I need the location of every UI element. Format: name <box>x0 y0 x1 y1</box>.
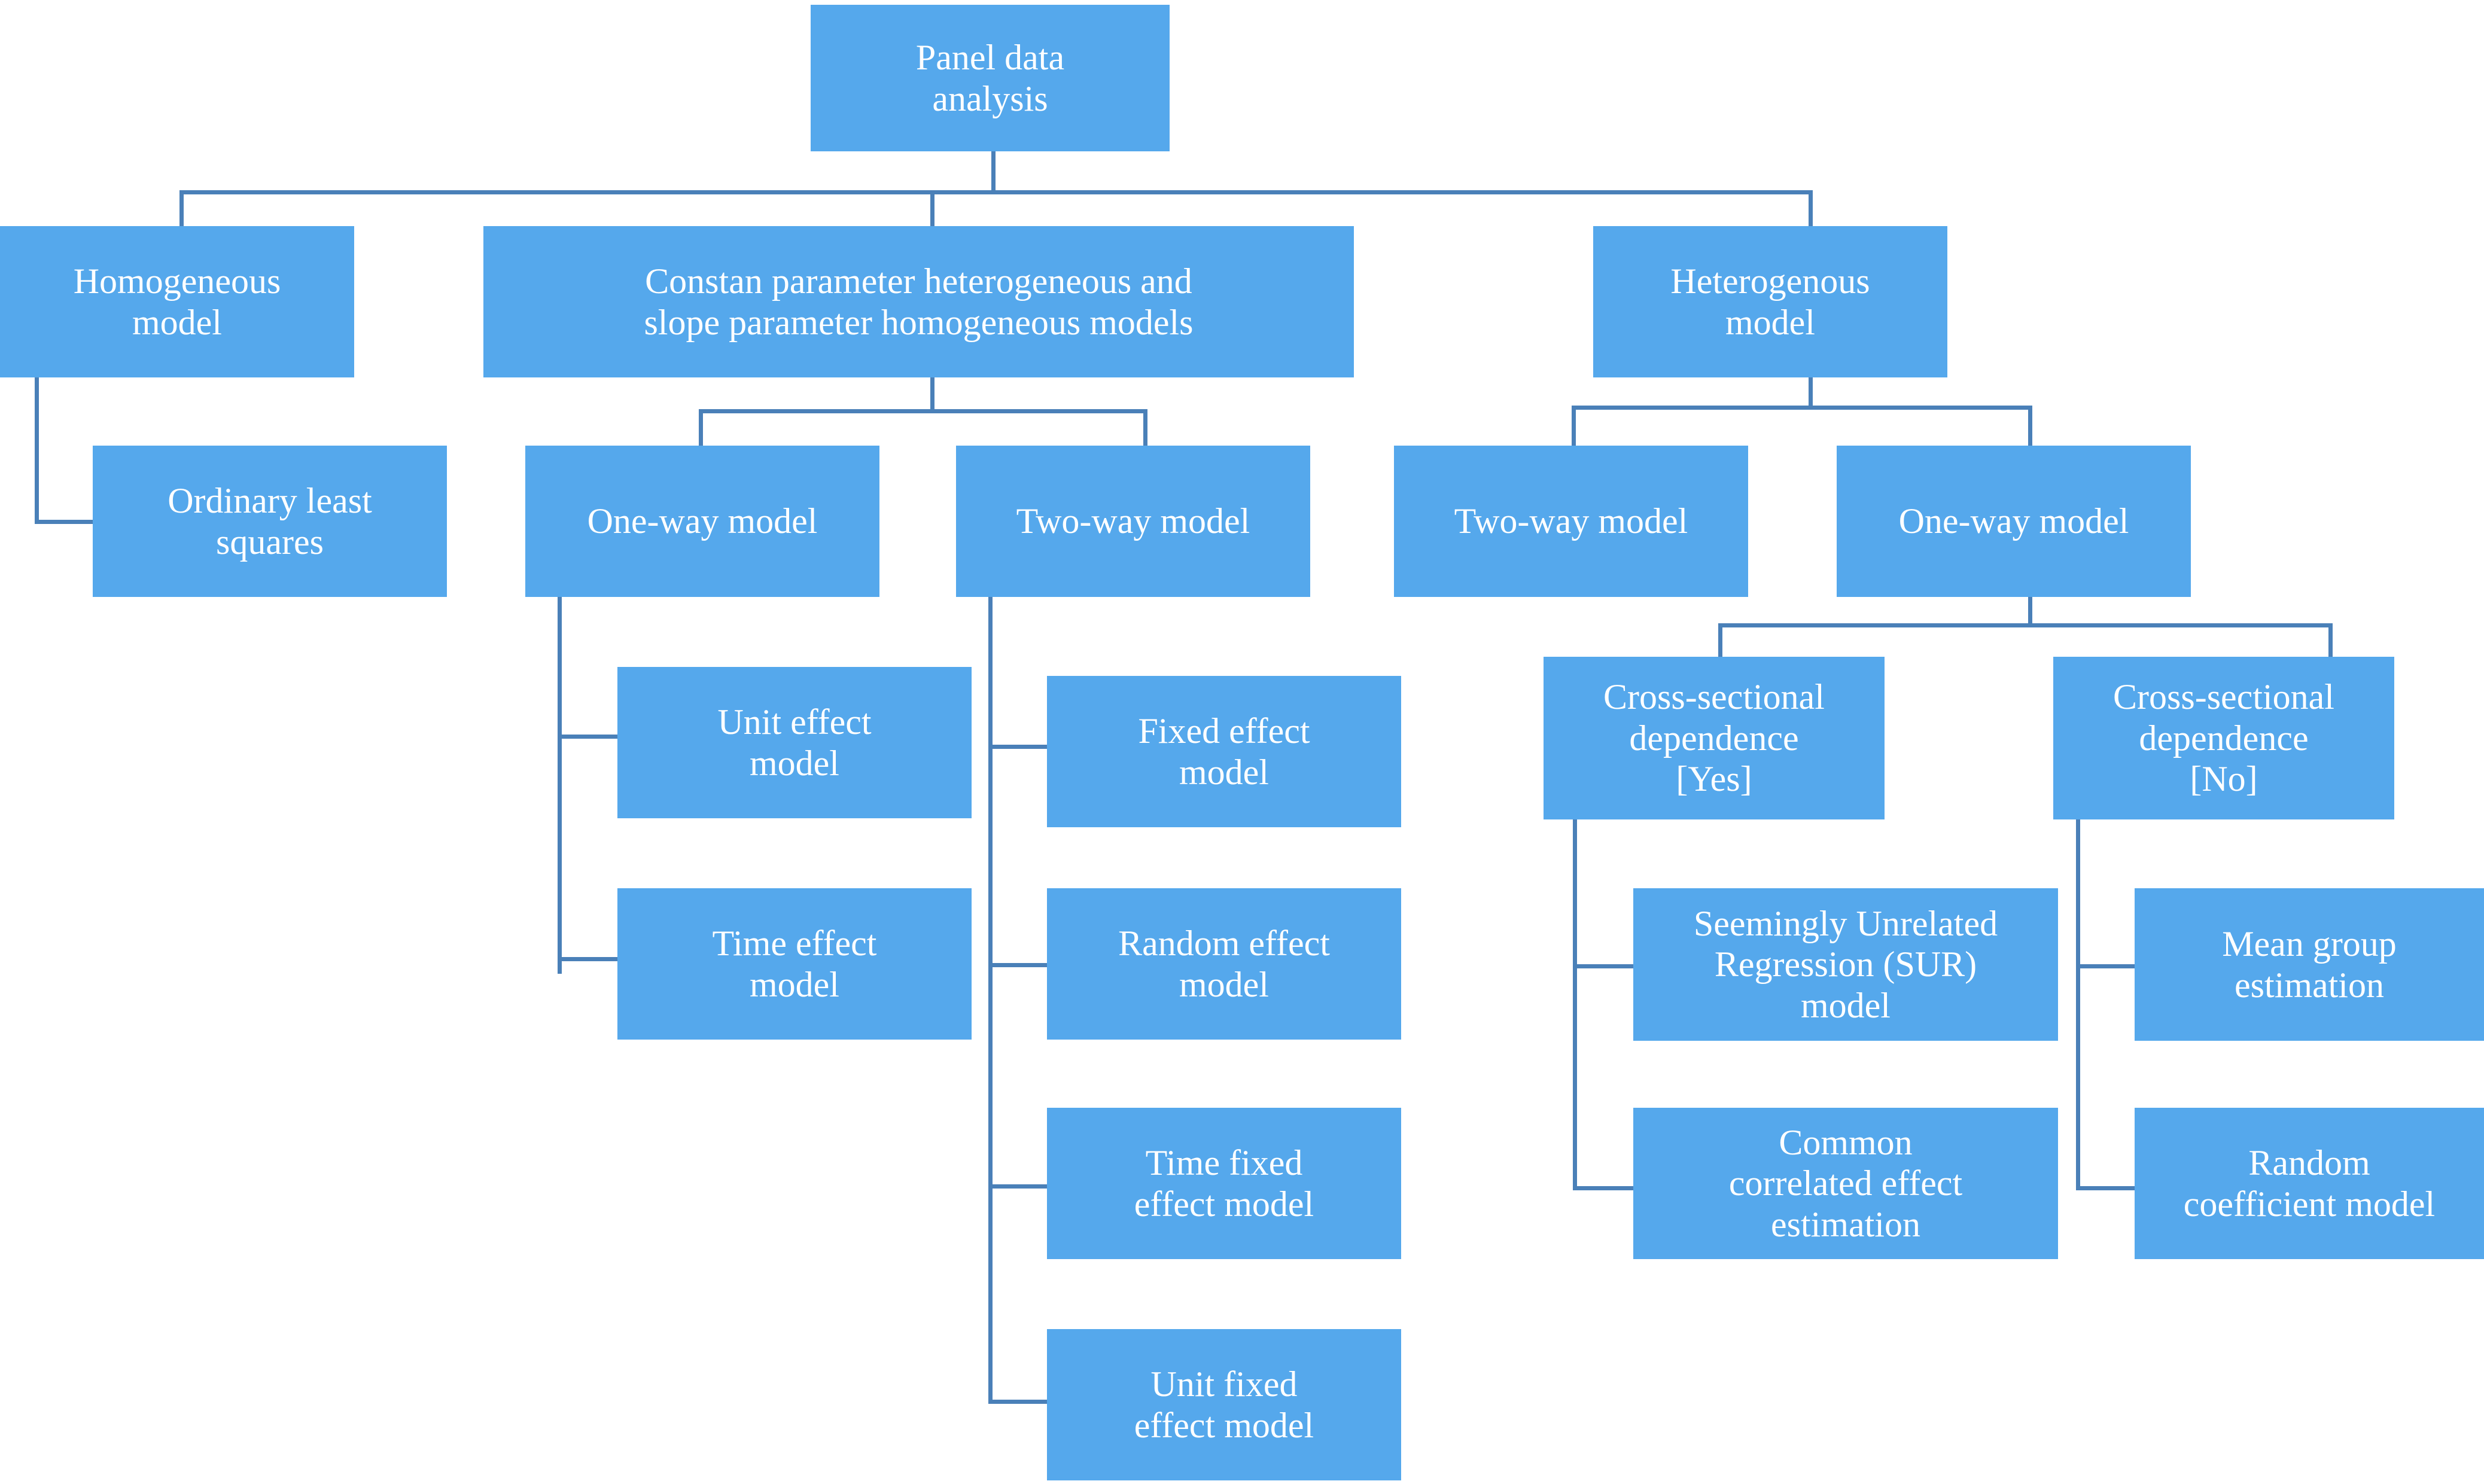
connector-to-two-way-left <box>1143 409 1147 446</box>
connector-to-cross-sectional-no <box>2328 623 2333 662</box>
connector-two-way-left-spine <box>988 593 993 1403</box>
connector-one-way-right-stem <box>2028 593 2032 627</box>
connector-to-unit-fixed-effect <box>988 1400 1051 1404</box>
node-mean-group-estimation[interactable]: Mean group estimation <box>2135 888 2484 1041</box>
node-random-coefficient-model[interactable]: Random coefficient model <box>2135 1108 2484 1259</box>
connector-constant-stem <box>930 376 934 412</box>
node-cross-sectional-yes[interactable]: Cross-sectional dependence [Yes] <box>1544 657 1885 819</box>
connector-root-stem <box>991 148 996 194</box>
node-homogeneous-model[interactable]: Homogeneous model <box>0 226 354 377</box>
node-one-way-model-left[interactable]: One-way model <box>525 446 879 597</box>
connector-to-time-effect <box>558 957 621 961</box>
node-time-fixed-effect-model[interactable]: Time fixed effect model <box>1047 1108 1401 1259</box>
connector-to-heterogenous <box>1809 190 1813 227</box>
connector-heterogenous-bus <box>1572 406 2032 410</box>
node-unit-fixed-effect-model[interactable]: Unit fixed effect model <box>1047 1329 1401 1480</box>
connector-to-one-way-left <box>699 409 703 446</box>
node-ordinary-least-squares[interactable]: Ordinary least squares <box>93 446 447 597</box>
node-two-way-model-right[interactable]: Two-way model <box>1394 446 1748 597</box>
connector-cross-no-spine <box>2076 819 2080 1190</box>
node-constant-parameter[interactable]: Constan parameter heterogeneous and slop… <box>483 226 1354 377</box>
connector-to-mean-group <box>2076 964 2141 968</box>
node-fixed-effect-model[interactable]: Fixed effect model <box>1047 676 1401 827</box>
connector-to-constant-param <box>930 190 934 227</box>
connector-to-time-fixed-effect <box>988 1184 1051 1189</box>
node-sur-model[interactable]: Seemingly Unrelated Regression (SUR) mod… <box>1633 888 2058 1041</box>
connector-to-random-coefficient <box>2076 1186 2141 1190</box>
connector-heterogenous-stem <box>1809 376 1813 409</box>
connector-homogeneous-spine <box>35 376 39 524</box>
connector-to-cross-sectional-yes <box>1718 623 1722 662</box>
node-two-way-model-left[interactable]: Two-way model <box>956 446 1310 597</box>
connector-to-one-way-right <box>2028 406 2032 446</box>
node-random-effect-model[interactable]: Random effect model <box>1047 888 1401 1040</box>
connector-cross-sectional-bus <box>1718 623 2333 627</box>
connector-to-homogeneous <box>179 190 184 227</box>
connector-cross-yes-spine <box>1573 819 1577 1190</box>
connector-level1-bus <box>179 190 1813 194</box>
connector-to-two-way-right <box>1572 406 1576 446</box>
node-common-correlated-estimation[interactable]: Common correlated effect estimation <box>1633 1108 2058 1259</box>
node-time-effect-model[interactable]: Time effect model <box>617 888 972 1040</box>
connector-to-unit-effect <box>558 735 621 739</box>
connector-one-way-left-spine <box>558 593 562 974</box>
connector-to-fixed-effect <box>988 745 1051 749</box>
connector-to-random-effect <box>988 963 1051 967</box>
connector-to-sur-model <box>1573 964 1640 968</box>
connector-homogeneous-to-ols <box>35 520 106 524</box>
node-one-way-model-right[interactable]: One-way model <box>1837 446 2191 597</box>
node-heterogenous-model[interactable]: Heterogenous model <box>1593 226 1947 377</box>
connector-constant-bus <box>699 409 1147 413</box>
node-root[interactable]: Panel data analysis <box>811 5 1170 151</box>
node-unit-effect-model[interactable]: Unit effect model <box>617 667 972 818</box>
node-cross-sectional-no[interactable]: Cross-sectional dependence [No] <box>2053 657 2394 819</box>
connector-to-common-correlated <box>1573 1186 1640 1190</box>
